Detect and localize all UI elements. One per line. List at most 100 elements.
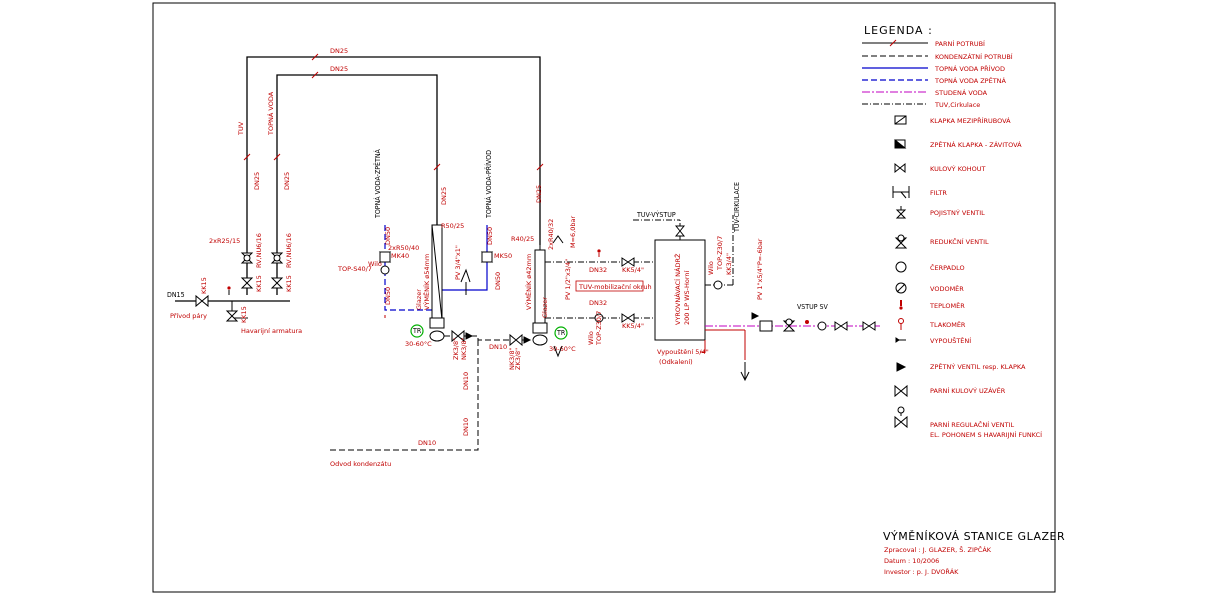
- check-valve-icon: [894, 138, 907, 149]
- label-pv-c: PV 1"x5/4"P=-6bar: [756, 238, 764, 300]
- pump-icon: [895, 261, 907, 273]
- label-r40-25: R40/25: [511, 235, 534, 243]
- legend-symbol-4: POJISTNÝ VENTIL: [930, 208, 985, 217]
- label-pv-a: PV 3/4"x1": [454, 245, 462, 280]
- label-kk54-b: KK5/4": [622, 322, 644, 330]
- label-dn25-left-b: DN25: [283, 172, 291, 190]
- label-kk54-a: KK5/4": [622, 266, 644, 274]
- legend-line-0: PARNÍ POTRUBÍ: [935, 39, 985, 48]
- legend-line-5: TUV,Cirkulace: [934, 101, 980, 109]
- legend-title: LEGENDA :: [864, 24, 933, 37]
- label-glazer-a: Glazer: [415, 289, 423, 310]
- label-temp-b: 30-60°C: [549, 345, 576, 353]
- label-topna-voda: TOPNÁ VODA: [266, 91, 275, 136]
- label-top-z30b: TOP-Z30/7: [716, 236, 724, 271]
- legend-line-4: STUDENÁ VODA: [935, 88, 988, 97]
- title-date: Datum : 10/2006: [884, 557, 939, 565]
- label-dn10-a: DN10: [489, 343, 507, 351]
- label-odvod-kondenzatu: Odvod kondenzátu: [330, 460, 391, 468]
- label-vymenik-b: VÝMĚNÍK ø42mm: [524, 254, 533, 310]
- label-dn15: DN15: [167, 291, 185, 299]
- storage-tank: [633, 215, 750, 382]
- ball-valve-icon: [894, 162, 906, 174]
- tuv-mobil-box: [575, 280, 644, 292]
- steam-ball-valve-icon: [894, 384, 908, 398]
- legend-symbol-2: KULOVÝ KOHOUT: [930, 164, 986, 173]
- water-meter-icon: [895, 282, 907, 294]
- label-r50-40: 2xR50/40: [388, 244, 419, 252]
- label-dn25-mid: DN25: [440, 187, 448, 205]
- filter-icon: [892, 186, 910, 199]
- legend-symbol-3: FILTR: [930, 189, 947, 197]
- title-text: VÝMĚNÍKOVÁ STANICE GLAZER: [883, 530, 1065, 543]
- steam-inlet-valves: 2xR25/15: [195, 237, 284, 322]
- label-kk34: KK3/4": [725, 253, 733, 275]
- label-vypousteni: Vypouštění 5/4": [657, 348, 709, 356]
- label-wilo-c: Wilo: [707, 261, 715, 275]
- legend-symbol-6: ČERPADLO: [930, 263, 965, 272]
- label-kk15-d: KK15: [240, 306, 248, 323]
- label-zk-a: ZK3/8": [452, 338, 460, 360]
- label-dn50-b: DN50: [384, 287, 392, 305]
- legend-symbol-10: VYPOUŠTĚNÍ: [930, 336, 971, 345]
- label-odkaleni: (Odkalení): [659, 358, 693, 366]
- legend-symbol-1: ZPĚTNÁ KLAPKA - ZÁVITOVÁ: [930, 140, 1022, 149]
- legend-line-2: TOPNÁ VODA PŘÍVOD: [934, 64, 1005, 73]
- legend-symbol-7: VODOMĚR: [930, 284, 964, 293]
- title-investor: Investor : p. J. DVOŘÁK: [884, 567, 959, 576]
- label-dn25-second: DN25: [330, 65, 348, 73]
- label-nadrz-1: VYROVNÁVACÍ NÁDRŽ: [673, 253, 682, 325]
- legend-symbol-11: ZPĚTNÝ VENTIL resp. KLAPKA: [930, 362, 1026, 371]
- reducing-valve-icon: [894, 234, 908, 249]
- legend-symbol-8: TEPLOMĚR: [929, 301, 965, 310]
- label-vymenik-a: VÝMĚNÍK ø54mm: [422, 254, 431, 310]
- legend-symbol-5: REDUKČNÍ VENTIL: [930, 237, 989, 246]
- label-pv-b: PV 1/2"x3/4": [564, 259, 572, 300]
- legend-symbol-12: PARNÍ KULOVÝ UZÁVĚR: [930, 386, 1006, 395]
- label-nk-b: NK3/8": [508, 347, 516, 370]
- temperature-regulator-a: [410, 324, 424, 338]
- legend-line-1: KONDENZÁTNÍ POTRUBÍ: [935, 52, 1013, 61]
- label-dn50-d: DN50: [494, 272, 502, 290]
- legend-symbol-13: PARNÍ REGULAČNÍ VENTIL: [930, 420, 1015, 429]
- label-rv-b: RV,NU6/16: [285, 233, 293, 268]
- check-flap-icon: [896, 362, 907, 372]
- thermometer-icon: [899, 300, 903, 310]
- label-dn10-c: DN10: [462, 418, 470, 436]
- label-glazer-b: Glazer: [541, 297, 549, 318]
- legend-symbol-14: EL. POHONEM S HAVARIJNÍ FUNKCÍ: [930, 430, 1042, 439]
- label-kk15-b: KK15: [285, 275, 293, 292]
- label-temp-a: 30-60°C: [405, 340, 432, 348]
- title-prepared: Zpracoval : J. GLAZER, Š. ZIPČÁK: [884, 545, 992, 554]
- heating-water-circuit: [378, 218, 494, 342]
- label-zk-b: ZK3/8": [514, 348, 522, 370]
- label-dn25-left-a: DN25: [253, 172, 261, 190]
- condensate-drain: [329, 329, 532, 451]
- label-tr-b: TR: [556, 329, 566, 337]
- label-kk15-c: KK15: [200, 277, 208, 294]
- cold-water-inlet: [705, 312, 880, 332]
- label-wilo-a: Wilo: [368, 260, 382, 268]
- legend: LEGENDA : PARNÍ POTRUBÍ KONDENZÁTNÍ POTR…: [862, 24, 1042, 439]
- label-r50-25: R50/25: [441, 222, 464, 230]
- label-top-s40: TOP-S40/7: [337, 265, 372, 273]
- label-vstup-sv: VSTUP SV: [797, 303, 829, 311]
- label-wilo-b: Wilo: [587, 331, 595, 345]
- temperature-regulator-b: [554, 326, 568, 340]
- label-nk-a: NK3/8": [460, 337, 468, 360]
- label-tuv-vystup: TUV-VÝSTUP: [636, 210, 676, 219]
- label-dn10-d: DN10: [418, 439, 436, 447]
- drawing-frame: [152, 2, 1056, 593]
- label-privod-pary: Přívod páry: [170, 312, 207, 320]
- label-top-z30: TOP-Z30/7: [595, 311, 603, 346]
- label-r40-32: 2xR40/32: [547, 219, 555, 250]
- label-mk40: MK40: [391, 252, 409, 260]
- label-mk50: MK50: [494, 252, 512, 260]
- label-dn50-a: DN50: [384, 227, 392, 245]
- title-block: VÝMĚNÍKOVÁ STANICE GLAZER Zpracoval : J.…: [883, 530, 1065, 576]
- label-dn32-a: DN32: [589, 266, 607, 274]
- label-kk15-a: KK15: [255, 275, 263, 292]
- safety-valve-icon: [895, 206, 907, 219]
- label-tr-a: TR: [412, 327, 422, 335]
